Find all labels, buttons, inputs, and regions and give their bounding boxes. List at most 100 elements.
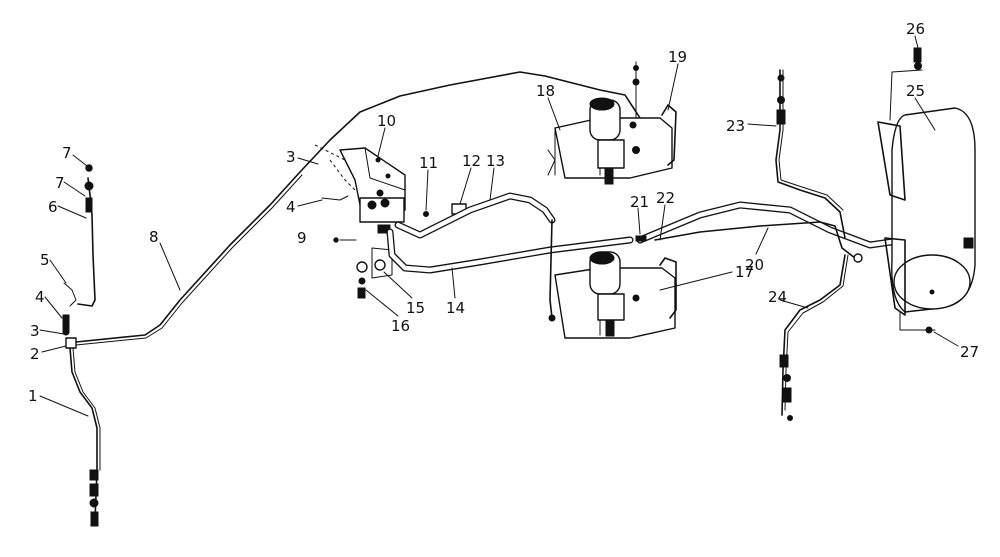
callout-23: 23 xyxy=(726,117,745,135)
leader-21 xyxy=(637,207,641,235)
hose-24-coupler xyxy=(853,253,863,263)
tube-14-inner xyxy=(387,229,633,273)
callout-16: 16 xyxy=(391,317,410,335)
valve-fitting-a xyxy=(367,200,377,210)
leader-12 xyxy=(459,167,472,205)
nut-7-upper xyxy=(85,164,93,172)
leader-2 xyxy=(41,345,67,353)
hose-end-a xyxy=(89,469,99,481)
bracket-17 xyxy=(659,257,677,319)
hose-24-end xyxy=(787,415,793,421)
callout-12: 12 xyxy=(462,152,481,170)
leader-7b xyxy=(63,181,86,197)
fitting-16a xyxy=(356,261,368,273)
bolt-27 xyxy=(925,326,933,334)
upper-left-line xyxy=(77,177,96,307)
right-hoses xyxy=(775,69,863,421)
callout-15: 15 xyxy=(406,299,425,317)
callout-19: 19 xyxy=(668,48,687,66)
hose-end-b xyxy=(89,483,99,497)
leader-24 xyxy=(779,299,809,309)
callout-4a: 4 xyxy=(35,288,45,306)
callouts: 1 2 3 3 4 4 5 6 7 7 8 9 10 11 12 13 14 1… xyxy=(28,20,979,405)
line-22 xyxy=(654,221,856,259)
leader-16 xyxy=(365,289,399,317)
leader-lines xyxy=(39,35,959,417)
valve-bracket-assembly xyxy=(314,144,467,299)
hose-24-fitting-b xyxy=(782,387,792,403)
brake-chamber-18 xyxy=(547,61,677,185)
strap-lower xyxy=(884,237,906,316)
strap-lower-rod xyxy=(899,311,936,331)
chamber-18-port xyxy=(629,121,637,129)
leader-22 xyxy=(659,204,666,241)
hose-23-nut-a xyxy=(777,74,785,82)
callout-11: 11 xyxy=(419,154,438,172)
chamber-17-port xyxy=(632,294,640,302)
tank-drain xyxy=(929,289,935,295)
leader-10 xyxy=(377,127,386,157)
callout-17: 17 xyxy=(735,263,754,281)
bolt-26-shank xyxy=(913,47,922,63)
clip-21 xyxy=(635,235,647,242)
callout-27: 27 xyxy=(960,343,979,361)
hose-end-nut xyxy=(89,498,99,508)
callout-9: 9 xyxy=(297,229,307,247)
callout-7b: 7 xyxy=(55,174,65,192)
hose-23-fitting xyxy=(776,109,786,125)
leader-26 xyxy=(914,35,919,49)
fitting-16b xyxy=(358,277,366,285)
hose-24-b xyxy=(784,254,849,411)
callout-25: 25 xyxy=(906,82,925,100)
chamber-18-port-b xyxy=(632,146,640,154)
chamber-17-valve xyxy=(597,293,625,321)
leader-25 xyxy=(914,97,936,131)
chamber-17-cap xyxy=(589,251,615,265)
chamber-18-mount xyxy=(547,149,556,176)
leader-23 xyxy=(747,123,777,127)
leader-27 xyxy=(933,331,959,347)
leader-17 xyxy=(659,271,733,291)
leader-15 xyxy=(383,271,413,299)
bracket-hole-c xyxy=(376,189,384,197)
bolt-26-head xyxy=(914,62,922,70)
hose-23-nut-b xyxy=(777,96,785,104)
dashed-screw-4 xyxy=(321,195,349,201)
fitting-15 xyxy=(374,259,386,271)
line-8-path xyxy=(75,71,641,343)
clip-5 xyxy=(63,282,77,307)
chamber-18-valve xyxy=(597,139,625,169)
hose-23 xyxy=(775,69,846,239)
nut-7-lower xyxy=(84,181,94,191)
leader-3b xyxy=(297,157,319,165)
mount-rod xyxy=(549,219,553,319)
tank-end-cap xyxy=(893,254,971,310)
bracket-hole-b xyxy=(385,173,391,179)
leader-1 xyxy=(39,395,89,417)
callout-8: 8 xyxy=(149,228,159,246)
strap-bolt-26 xyxy=(891,69,923,73)
callout-4b: 4 xyxy=(286,198,296,216)
callout-3b: 3 xyxy=(286,148,296,166)
leader-8 xyxy=(159,242,181,291)
leader-4a xyxy=(44,296,63,319)
leader-7a xyxy=(72,154,88,167)
leader-6 xyxy=(57,205,87,219)
hose-24-fitting-a xyxy=(779,354,789,368)
leader-11 xyxy=(425,169,429,211)
callout-21: 21 xyxy=(630,193,649,211)
bracket-hole-a xyxy=(375,157,381,163)
callout-5: 5 xyxy=(40,251,50,269)
mount-rod-end xyxy=(548,314,556,322)
washer-3 xyxy=(62,328,70,336)
callout-20: 20 xyxy=(745,256,764,274)
callout-18: 18 xyxy=(536,82,555,100)
valve-fitting-b xyxy=(380,198,390,208)
leader-13 xyxy=(489,167,495,201)
leader-14 xyxy=(451,267,456,299)
brake-line-8 xyxy=(75,71,641,346)
strap-upper xyxy=(877,121,906,201)
air-tank-25 xyxy=(877,47,976,334)
